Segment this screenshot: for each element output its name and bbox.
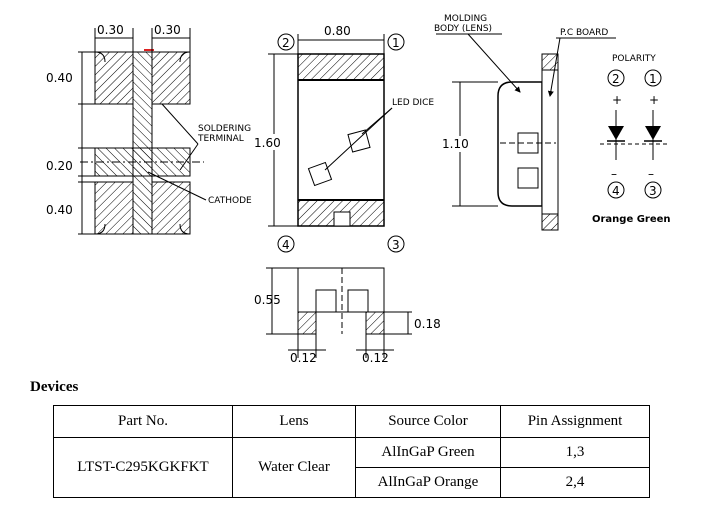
led-dice-upper (347, 129, 371, 153)
dim-body-width: 0.80 (324, 24, 351, 38)
diode-orange (608, 126, 624, 140)
dim-pad-width-right: 0.30 (154, 23, 181, 37)
led-dice-lower (307, 161, 333, 187)
dim-body-height: 1.60 (254, 136, 281, 150)
pad-bottom-right (151, 181, 191, 235)
dim-lead-left: 0.12 (290, 351, 317, 365)
pin-1-polarity: 1 (649, 72, 657, 86)
pin-4-polarity: 4 (612, 184, 620, 198)
pin-1-top: 1 (392, 36, 400, 50)
footprint-view: 0.30 0.30 0.40 0.20 0.40 SOLDERING TERMI… (46, 23, 252, 235)
dim-height: 0.55 (254, 293, 281, 307)
label-polarity: POLARITY (612, 54, 656, 64)
table-row: AlInGaP Orange 2,4 (54, 467, 650, 498)
dim-pad-width-left: 0.30 (97, 23, 124, 37)
header-part-no: Part No. (53, 405, 233, 438)
cell-pins-orange: 2,4 (500, 467, 650, 498)
label-orange-green: Orange Green (592, 214, 671, 225)
header-pin-assignment: Pin Assignment (500, 405, 650, 438)
table-row: LTST-C295KGKFKT Water Clear AlInGaP Gree… (53, 437, 650, 498)
table-header-row: Part No. Lens Source Color Pin Assignmen… (53, 405, 650, 438)
front-view: 0.55 0.18 0.12 0.12 (254, 267, 441, 365)
header-lens: Lens (232, 405, 356, 438)
pin-2-top: 2 (282, 36, 290, 50)
label-molding: MOLDING (444, 14, 487, 24)
label-pc-board: P.C BOARD (560, 28, 608, 38)
minus-right: – (648, 167, 654, 181)
connector-horizontal (94, 147, 191, 177)
plus-right: + (649, 93, 659, 107)
plus-left: + (612, 93, 622, 107)
pin-4-top: 4 (282, 238, 290, 252)
cell-pins-green: 1,3 (500, 437, 650, 468)
connector-vertical (132, 51, 153, 235)
dim-lead-thickness: 0.18 (414, 317, 441, 331)
pin-2-polarity: 2 (612, 72, 620, 86)
label-led-dice: LED DICE (392, 98, 434, 108)
dim-pad-height-bottom: 0.40 (46, 203, 73, 217)
package-drawing: 0.30 0.30 0.40 0.20 0.40 SOLDERING TERMI… (46, 14, 671, 365)
devices-title: Devices (30, 379, 79, 395)
label-terminal: TERMINAL (197, 134, 244, 144)
pad-top-right (151, 51, 191, 105)
pad-bottom-left (94, 181, 134, 235)
devices-table: Part No. Lens Source Color Pin Assignmen… (53, 405, 650, 498)
dim-lens-height: 1.10 (442, 137, 469, 151)
pin-3-top: 3 (392, 238, 400, 252)
dim-gap: 0.20 (46, 159, 73, 173)
polarity-diagram: POLARITY 2 1 + + – – 4 3 Orange Green (592, 54, 671, 225)
pad-top-left (94, 51, 134, 105)
cell-color-orange: AlInGaP Orange (355, 467, 501, 498)
side-view: 1.10 MOLDING BODY (LENS) P.C BOARD (434, 14, 616, 231)
header-source-color: Source Color (355, 405, 501, 438)
cell-lens: Water Clear (232, 437, 356, 498)
cell-color-green: AlInGaP Green (355, 437, 501, 468)
dim-pad-height-top: 0.40 (46, 71, 73, 85)
dim-lead-right: 0.12 (362, 351, 389, 365)
label-body-lens: BODY (LENS) (434, 24, 492, 34)
label-soldering: SOLDERING (198, 124, 251, 134)
minus-left: – (611, 167, 617, 181)
label-cathode: CATHODE (208, 196, 252, 206)
cell-part-no: LTST-C295KGKFKT (53, 437, 233, 498)
pin-3-polarity: 3 (649, 184, 657, 198)
diode-green (645, 126, 661, 140)
top-view: LED DICE 0.80 1.60 2 1 4 3 (252, 24, 434, 253)
